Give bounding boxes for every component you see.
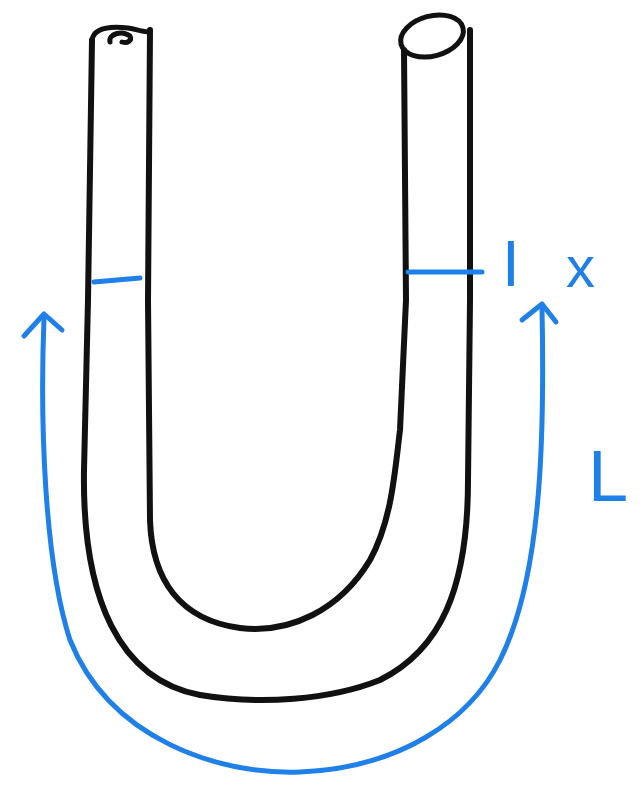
tube-outer-wall	[84, 30, 470, 700]
length-bracket	[43, 308, 543, 772]
right-opening	[396, 8, 468, 63]
right-level-mark	[408, 270, 482, 275]
level-mark-label: I	[502, 232, 520, 296]
left-level-mark	[94, 278, 140, 282]
left-opening	[92, 27, 150, 42]
length-label: L	[588, 440, 628, 512]
left-arrowhead	[24, 314, 62, 336]
height-variable: x	[566, 238, 595, 296]
tube-inner-wall	[148, 30, 406, 629]
right-arrowhead	[522, 304, 556, 322]
